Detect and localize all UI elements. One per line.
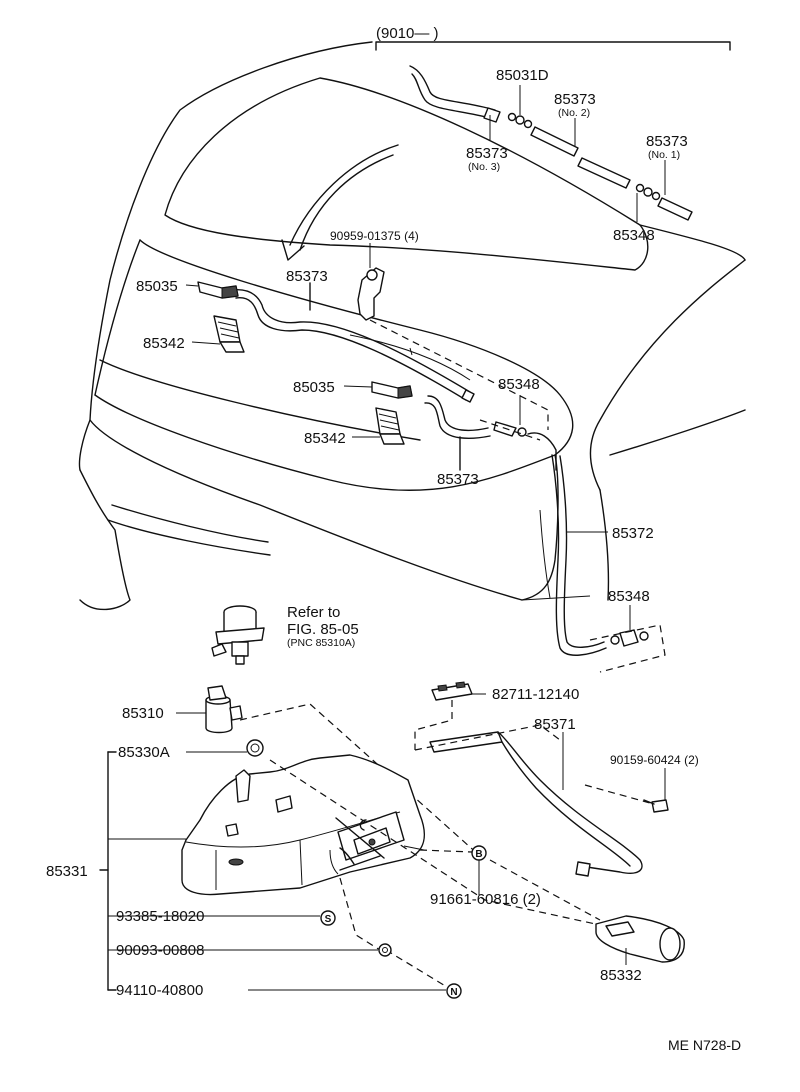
label-85373-upper: 85373 [286,268,328,285]
label-85035-left: 85035 [136,278,178,295]
assembly-bracket [375,41,731,51]
bolt-90159 [584,768,669,813]
label-85348-mid: 85348 [498,376,540,393]
symbol-s-text: S [325,914,332,925]
seal-85342-left [191,315,245,353]
nozzle-85035-mid [343,381,413,399]
label-85373-no3: 85373 [466,145,508,162]
hose-85372 [551,454,608,656]
group-bracket-85331 [99,751,480,991]
label-90159: 90159-60424 (2) [610,753,699,767]
refer-line-3: (PNC 85310A) [287,637,355,649]
vehicle-body-outline [78,41,746,611]
symbol-N: N [446,983,462,999]
label-90093: 90093-00808 [116,942,204,959]
drawing-code: ME N728-D [668,1037,741,1053]
clip-90959 [357,243,549,430]
bracket-label: (9010— ) [376,25,439,42]
label-85332: 85332 [600,967,642,984]
symbol-S: S [320,910,336,926]
symbol-B: B [471,845,487,861]
label-85372: 85372 [612,525,654,542]
label-85371: 85371 [534,716,576,733]
symbol-nut [378,943,392,957]
label-91661: 91661-60816 (2) [430,891,541,908]
label-85373-lower: 85373 [437,471,479,488]
grommet-85330A [186,739,264,757]
label-85031D: 85031D [496,67,549,84]
joint-85348-mid [479,395,557,471]
refer-line-1: Refer to [287,604,340,621]
label-82711: 82711-12140 [492,686,579,703]
bracket-82711 [414,681,486,750]
label-90959: 90959-01375 (4) [330,229,419,243]
label-85348-low: 85348 [608,588,650,605]
hose-assembly-top [409,65,693,222]
seal-85342-mid [352,407,405,445]
label-85373-no1: 85373 [646,133,688,150]
hose-85371 [414,724,643,877]
joint-85348-low [589,605,666,673]
pump-refer [211,605,265,665]
label-85330A: 85330A [118,744,170,761]
tank-85331 [181,754,426,896]
bezel-85332 [595,915,685,965]
label-94110: 94110-40800 [116,982,203,999]
motor-85310 [176,685,481,857]
nozzle-85035-left [185,281,239,299]
label-85342-mid: 85342 [304,430,346,447]
label-85373-no2-sub: (No. 2) [558,107,590,119]
symbol-b-text: B [475,849,482,860]
label-85373-no2: 85373 [554,91,596,108]
label-85310: 85310 [122,705,164,722]
label-85035-mid: 85035 [293,379,335,396]
label-85373-no1-sub: (No. 1) [648,149,680,161]
label-85373-no3-sub: (No. 3) [468,161,500,173]
wiper-sweep-arrow [281,144,399,261]
label-85342-left: 85342 [143,335,185,352]
label-93385: 93385-18020 [116,908,204,925]
dash-leaders [269,759,601,991]
label-85348-top: 85348 [613,227,655,244]
refer-line-2: FIG. 85-05 [287,621,359,638]
symbol-n-text: N [450,987,457,998]
door-hose [231,282,491,471]
label-85331: 85331 [46,863,88,880]
